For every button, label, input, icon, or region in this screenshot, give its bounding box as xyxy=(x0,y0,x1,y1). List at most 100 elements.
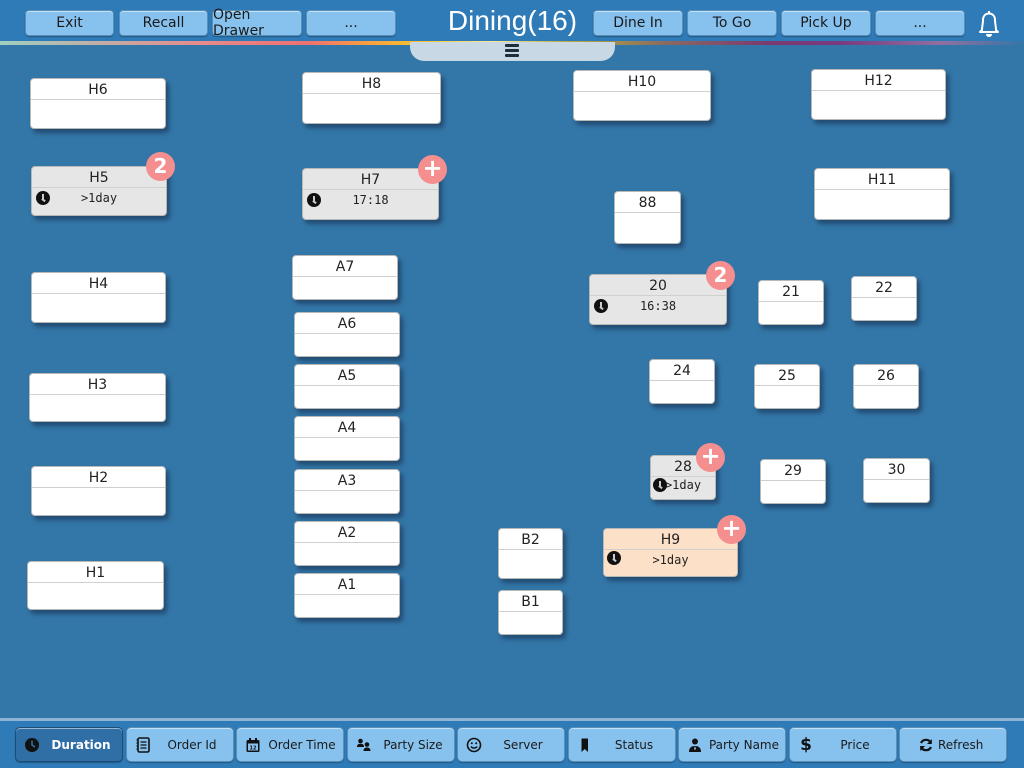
table-h10[interactable]: H10 xyxy=(573,70,711,121)
exit-button[interactable]: Exit xyxy=(25,10,114,36)
table-h3[interactable]: H3 xyxy=(29,373,166,422)
sort-status-button[interactable]: Status xyxy=(568,727,676,762)
sort-label: Party Size xyxy=(383,737,443,752)
drawer-handle[interactable] xyxy=(410,42,615,61)
table-h9[interactable]: H9 >1day xyxy=(603,528,738,577)
table-name: A2 xyxy=(295,522,399,543)
table-name: H9 xyxy=(604,529,737,550)
table-h12[interactable]: H12 xyxy=(811,69,946,120)
table-20[interactable]: 20 16:38 xyxy=(589,274,727,325)
table-name: H10 xyxy=(574,71,710,92)
table-b1[interactable]: B1 xyxy=(498,590,563,635)
table-h5[interactable]: H5 >1day xyxy=(31,166,167,216)
table-name: H2 xyxy=(32,467,165,488)
sort-label: Duration xyxy=(51,737,111,752)
table-name: H4 xyxy=(32,273,165,294)
table-name: H8 xyxy=(303,73,440,94)
table-a7[interactable]: A7 xyxy=(292,255,398,300)
guest-count-badge: 2 xyxy=(146,152,175,181)
sort-label: Price xyxy=(840,737,870,752)
bookmark-icon xyxy=(577,737,593,753)
table-a6[interactable]: A6 xyxy=(294,312,400,357)
svg-text:12: 12 xyxy=(250,746,257,752)
bottom-bar-divider xyxy=(0,718,1024,721)
table-name: H6 xyxy=(31,79,165,100)
add-order-badge[interactable]: + xyxy=(717,515,746,544)
table-duration: >1day xyxy=(652,553,689,567)
table-h6[interactable]: H6 xyxy=(30,78,166,129)
table-a1[interactable]: A1 xyxy=(294,573,400,618)
table-26[interactable]: 26 xyxy=(853,364,919,409)
open-drawer-button[interactable]: Open Drawer xyxy=(212,7,302,39)
table-22[interactable]: 22 xyxy=(851,276,917,321)
table-name: A1 xyxy=(295,574,399,595)
table-a4[interactable]: A4 xyxy=(294,416,400,461)
sort-label: Party Name xyxy=(708,737,779,752)
sort-duration-button[interactable]: Duration xyxy=(15,727,123,762)
table-24[interactable]: 24 xyxy=(649,359,715,404)
table-h4[interactable]: H4 xyxy=(31,272,166,323)
table-h2[interactable]: H2 xyxy=(31,466,166,516)
sort-label: Server xyxy=(503,737,543,752)
table-name: 88 xyxy=(615,192,680,213)
table-21[interactable]: 21 xyxy=(758,280,824,325)
guest-count-badge: 2 xyxy=(706,261,735,290)
table-h1[interactable]: H1 xyxy=(27,561,164,610)
sort-price-button[interactable]: $ Price xyxy=(789,727,897,762)
table-b2[interactable]: B2 xyxy=(498,528,563,579)
table-duration: >1day xyxy=(80,191,118,205)
table-name: 25 xyxy=(755,365,819,386)
sort-label: Order Id xyxy=(167,737,217,752)
table-name: 30 xyxy=(864,459,929,480)
table-name: A3 xyxy=(295,470,399,491)
table-a5[interactable]: A5 xyxy=(294,364,400,409)
table-name: 20 xyxy=(590,275,726,296)
notebook-icon xyxy=(135,737,151,753)
sort-server-button[interactable]: Server xyxy=(457,727,565,762)
dine-in-button[interactable]: Dine In xyxy=(593,10,683,36)
table-name: B1 xyxy=(499,591,562,612)
table-25[interactable]: 25 xyxy=(754,364,820,409)
recall-button[interactable]: Recall xyxy=(119,10,208,36)
refresh-icon xyxy=(918,737,934,753)
more-right-button[interactable]: ... xyxy=(875,10,965,36)
sort-order-time-button[interactable]: 12 Order Time xyxy=(236,727,344,762)
table-name: H3 xyxy=(30,374,165,395)
dollar-icon: $ xyxy=(800,735,812,755)
to-go-button[interactable]: To Go xyxy=(687,10,777,36)
hamburger-icon xyxy=(505,44,519,57)
table-h8[interactable]: H8 xyxy=(302,72,441,124)
table-name: 24 xyxy=(650,360,714,381)
table-a3[interactable]: A3 xyxy=(294,469,400,514)
more-left-button[interactable]: ... xyxy=(306,10,396,36)
table-name: H1 xyxy=(28,562,163,583)
table-h11[interactable]: H11 xyxy=(814,168,950,220)
table-30[interactable]: 30 xyxy=(863,458,930,503)
bell-icon[interactable] xyxy=(974,8,1004,40)
table-name: 29 xyxy=(761,460,825,481)
sort-order-id-button[interactable]: Order Id xyxy=(126,727,234,762)
table-duration: >1day xyxy=(664,478,702,492)
table-name: A5 xyxy=(295,365,399,386)
clock-icon xyxy=(594,299,608,313)
table-29[interactable]: 29 xyxy=(760,459,826,504)
table-name: 22 xyxy=(852,277,916,298)
page-title: Dining(16) xyxy=(447,5,578,36)
table-name: H12 xyxy=(812,70,945,91)
add-order-badge[interactable]: + xyxy=(696,443,725,472)
smiley-icon xyxy=(466,737,482,753)
sort-party-size-button[interactable]: Party Size xyxy=(347,727,455,762)
pick-up-button[interactable]: Pick Up xyxy=(781,10,871,36)
table-name: H7 xyxy=(303,169,438,190)
table-name: A7 xyxy=(293,256,397,277)
sort-label: Status xyxy=(614,737,654,752)
refresh-button[interactable]: Refresh xyxy=(899,727,1007,762)
table-88[interactable]: 88 xyxy=(614,191,681,244)
table-name: A6 xyxy=(295,313,399,334)
add-order-badge[interactable]: + xyxy=(418,155,447,184)
people-icon xyxy=(356,737,372,753)
table-h7[interactable]: H7 17:18 xyxy=(302,168,439,220)
table-a2[interactable]: A2 xyxy=(294,521,400,566)
sort-party-name-button[interactable]: Party Name xyxy=(678,727,786,762)
table-name: 21 xyxy=(759,281,823,302)
